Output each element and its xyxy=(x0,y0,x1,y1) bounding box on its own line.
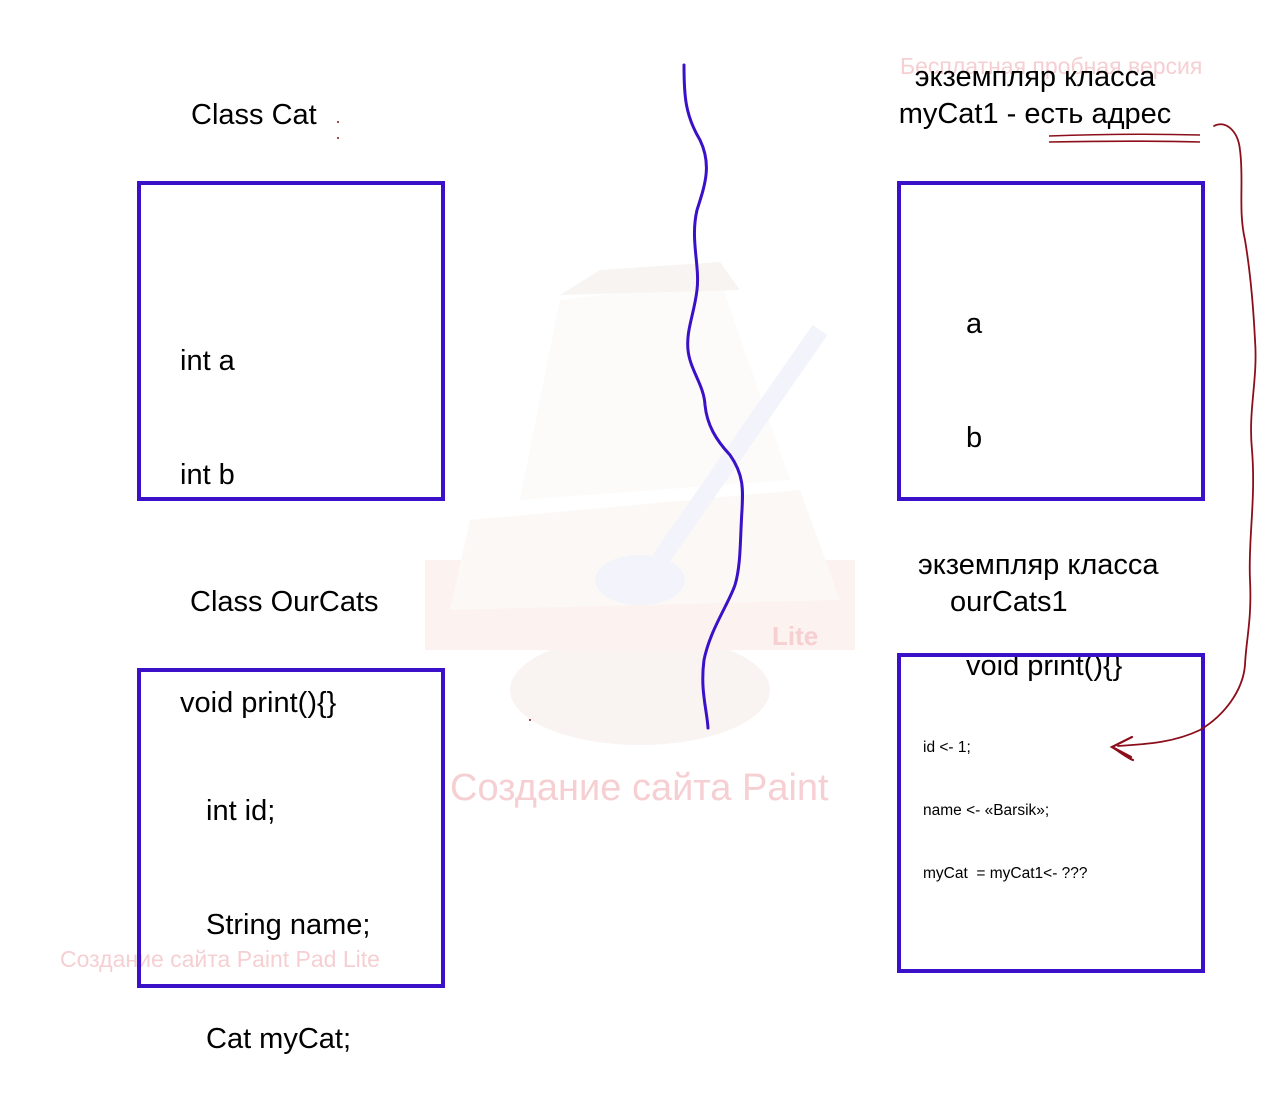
ourcats1-caption: экземпляр класса ourCats1 xyxy=(918,547,1159,621)
field-id: int id; xyxy=(206,795,276,827)
class-ourcats-title: Class OurCats xyxy=(190,586,379,618)
watermark-lite-badge: Lite xyxy=(772,621,818,651)
field-int-a: int a xyxy=(180,345,235,377)
ourcats1-value-mycat: myCat = myCat1<- ??? xyxy=(923,865,1088,882)
mycat1-field-a: a xyxy=(966,308,983,340)
watermark-center: Создание сайта Paint xyxy=(450,767,829,809)
mycat1-box xyxy=(897,181,1205,501)
annotation-layer xyxy=(337,63,1257,762)
watermark-top-right: Бесплатная пробная версия xyxy=(900,53,1203,79)
arrow-head xyxy=(1109,735,1135,762)
class-cat-title: Class Cat xyxy=(191,99,317,131)
mycat1-caption-line1: экземпляр класса xyxy=(914,61,1156,93)
address-underline xyxy=(1048,133,1201,143)
ourcats1-value-id: id <- 1; xyxy=(923,739,971,756)
mycat1-field-b: b xyxy=(966,422,983,454)
ourcats1-value-name: name <- «Barsik»; xyxy=(923,802,1050,819)
ourcats1-caption-line2: ourCats1 xyxy=(950,586,1068,618)
class-cat-fields: int a int b void print(){} xyxy=(180,266,336,760)
ourcats1-box xyxy=(897,653,1205,973)
ourcats1-caption-line1: экземпляр класса xyxy=(918,549,1159,581)
divider-line xyxy=(682,63,745,730)
mycat1-caption-line2: myCat1 - есть адрес xyxy=(898,98,1172,130)
method-print: void print(){} xyxy=(180,687,337,719)
class-ourcats-box xyxy=(137,668,445,988)
class-cat-box xyxy=(137,181,445,501)
field-mycat: Cat myCat; xyxy=(206,1023,352,1055)
stray-marks xyxy=(337,121,531,721)
mycat1-caption: экземпляр класса myCat1 - есть адрес xyxy=(885,59,1185,133)
reference-arrow xyxy=(1117,123,1257,747)
field-int-b: int b xyxy=(180,459,235,491)
field-name: String name; xyxy=(206,909,371,941)
watermark-bottom-left: Создание сайта Paint Pad Lite xyxy=(60,946,380,972)
ourcats1-values: id <- 1; name <- «Barsik»; myCat = myCat… xyxy=(923,695,1088,905)
